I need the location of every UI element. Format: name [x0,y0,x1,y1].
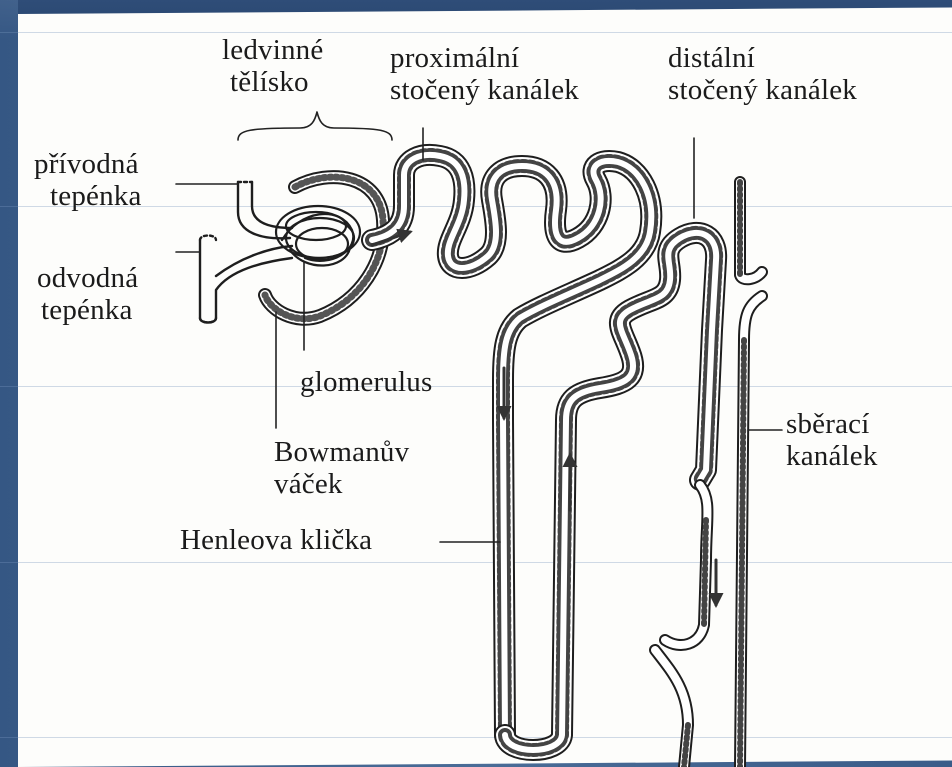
label-glomerulus: glomerulus [300,366,433,398]
label-distal-tubule: distální stočený kanálek [668,42,857,106]
label-collecting-duct: sběrací kanálek [786,408,878,472]
label-proximal-tubule: proximální stočený kanálek [390,42,579,106]
label-loop-of-henle: Henleova klička [180,524,372,556]
renal-corpuscle-brace [238,112,392,140]
label-renal-corpuscle: ledvinné tělísko [222,34,323,98]
label-afferent-arteriole: přívodná tepénka [34,148,142,212]
afferent-arteriole [238,182,292,238]
glomerulus-capillaries [276,206,360,266]
proximal-convoluted-tubule [372,155,651,735]
label-bowmans-capsule: Bowmanův váček [274,436,409,500]
label-efferent-arteriole: odvodná tepénka [37,262,138,326]
